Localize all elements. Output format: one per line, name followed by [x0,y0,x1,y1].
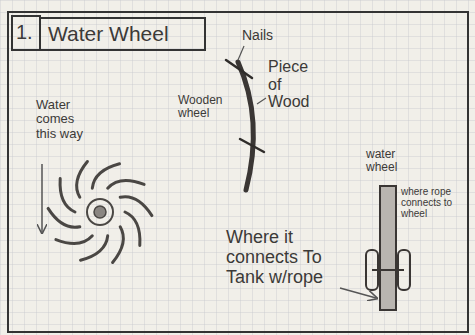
connection-note: Where it connects To Tank w/rope [226,228,338,287]
leader-line [238,46,244,60]
frame [8,12,468,332]
part-label: Nails [242,28,292,43]
sketch-title: Water Wheel [48,22,169,45]
wooden-wheel-arc [238,62,253,190]
water-wheel-drawing [48,162,152,263]
flow-note: Water comes this way [36,98,92,141]
number-box [12,16,40,50]
part-label: Wooden wheel [178,94,230,120]
part-label: Piece of Wood [268,58,318,111]
item-number: 1. [16,21,40,43]
part-label: where rope connects to wheel [401,186,463,219]
pointer-arrow [340,288,376,298]
leader-line [257,98,266,104]
nail [226,60,264,152]
part-label: water wheel [366,148,410,174]
flow-arrow [41,164,43,232]
title-box [40,18,205,50]
